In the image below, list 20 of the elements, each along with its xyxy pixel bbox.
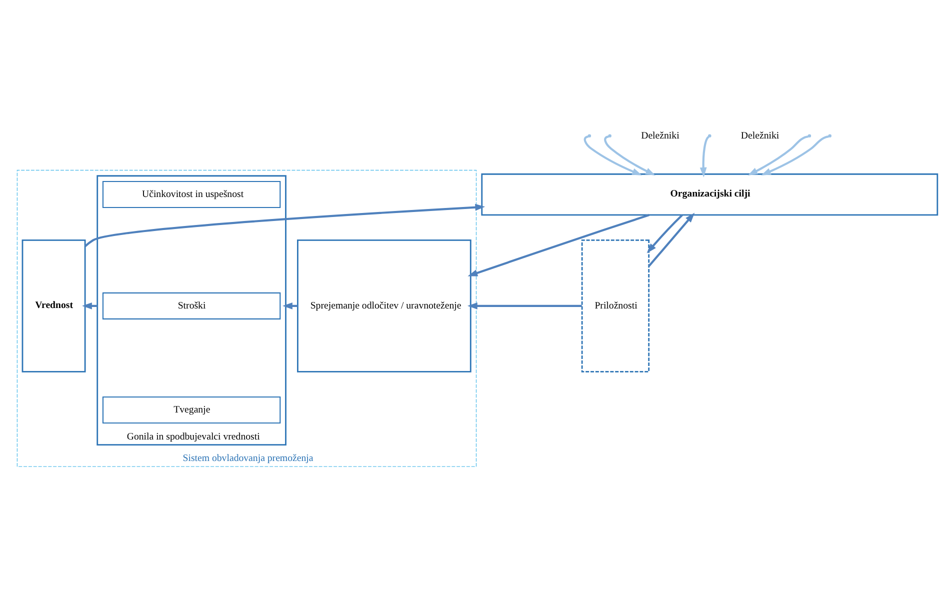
- arrow: [700, 136, 710, 177]
- node-box: Organizacijski cilji: [481, 172, 938, 216]
- arrow: [584, 135, 642, 175]
- label: Deležniki: [641, 130, 680, 141]
- node-box: Stroški: [102, 292, 281, 319]
- arrow: [604, 135, 656, 175]
- arrow: [84, 203, 486, 246]
- node-box: Vrednost: [22, 239, 86, 372]
- node-box: Priložnosti: [581, 239, 650, 372]
- arrow: [761, 135, 829, 175]
- arrow: [467, 302, 582, 309]
- node-box: Tveganje: [102, 396, 281, 423]
- arrow: [282, 302, 298, 309]
- arrow: [748, 135, 808, 176]
- label: Deležniki: [740, 130, 780, 141]
- node-box: Sprejemanje odločitev / uravnoteženje: [297, 239, 472, 372]
- arrow: [468, 213, 650, 276]
- node-box: Učinkovitost in uspešnost: [102, 180, 281, 208]
- arrow: [648, 212, 695, 266]
- arrow: [646, 214, 683, 253]
